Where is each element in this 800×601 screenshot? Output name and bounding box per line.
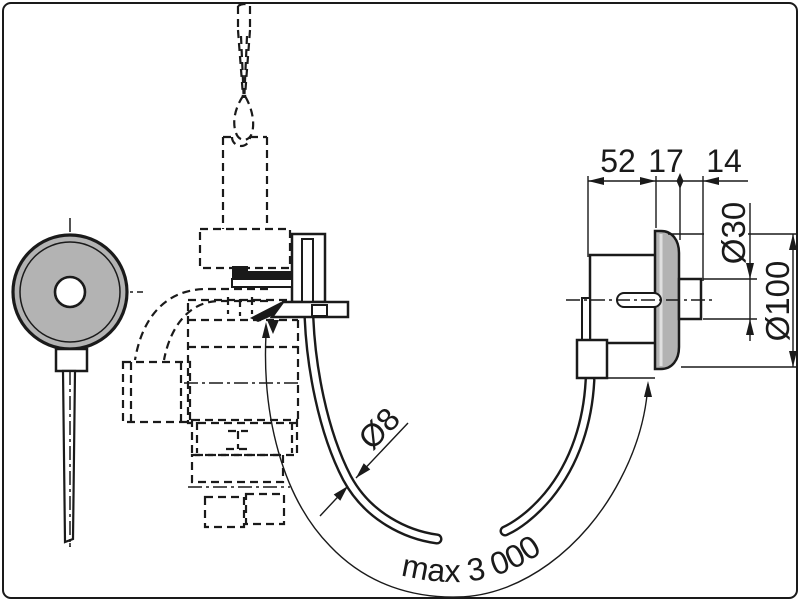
valve-coupling-detail-dashed [195,422,294,453]
dim-d8-arrow-lower [333,486,348,501]
valve-base-block-right-dashed [244,492,286,526]
dim-top-linear: 52 17 14 [587,143,748,281]
valve-spout-outlet-dashed [121,360,192,424]
dim-sensor-diameter: Ø30 [703,202,757,341]
dim-d30-arrow-bottom [746,319,754,335]
valve-spindle-tip-dashed [233,95,255,141]
sensor-disc-hub [53,275,87,309]
front-view [11,218,143,547]
sensor-window-side [677,277,703,321]
actuator-pointer-wedge [267,320,279,334]
dim-top-extension-lines [587,176,704,281]
sensor-stem [54,347,89,373]
dim-d30-arrow-top [746,263,754,279]
valve-body-dashed [186,298,300,425]
valve-spindle-dashed [236,29,252,99]
control-unit-tube-connector [575,338,609,380]
supply-pipe-dashed [236,6,252,30]
dim-17-tick [676,173,684,189]
actuator-arm-lip [232,266,248,272]
valve-seat-detail-dashed [226,297,254,316]
dim-plate-thickness-label: 17 [648,143,684,179]
dim-14-arrow [703,177,719,185]
actuator-arm-black [232,271,292,279]
sensor-probe-tube [61,369,77,544]
dim-d8-arrow-upper [356,463,371,478]
valve-spout-outer-dashed [133,287,268,361]
dim-plate-diameter-label: Ø100 [759,261,796,342]
valve-spindle-inner-dashed [239,35,249,95]
actuator-unit [231,232,350,334]
dimensions: 52 17 14 Ø30 Ø100 Ø8 [262,143,797,598]
dim-max-arrow-right [644,381,652,397]
valve-spout-outlet-detail [129,362,183,422]
valve-body-lines-dashed [188,318,298,349]
dim-d100-arrow-bottom [789,351,797,367]
tube-right-segment-bore [501,376,594,535]
tube-left-segment-bore [305,314,441,543]
dim-max-arrow-left [262,322,270,338]
dim-sensor-protrusion-label: 14 [706,143,742,179]
actuator-bracket-slot [301,238,314,302]
dim-max-arc [264,333,649,598]
valve-base-block-left-dashed [203,495,246,529]
actuator-base-notch [311,304,328,317]
dim-52-arrow-right [640,177,656,185]
valve-upper-housing-arc [230,136,252,148]
control-unit-side-view [566,229,712,380]
sensor-disc-ring [19,241,121,343]
control-unit-body-step [581,297,591,341]
dim-depth-label: 52 [600,143,636,179]
actuator-base [269,300,350,319]
valve-upper-housing-dashed [221,135,269,229]
supply-pipe-top [237,2,251,7]
dim-sensor-diameter-label: Ø30 [715,202,752,264]
dim-d100-extension-lines [668,233,797,368]
dim-d30-extension-lines [703,278,757,320]
valve-coupling-dashed [190,418,299,457]
dim-plate-diameter: Ø100 [668,233,797,368]
dim-52-arrow-left [588,177,604,185]
actuator-arm-plate [231,278,293,288]
flexible-tube [303,312,596,545]
dim-d100-arrow-top [789,234,797,250]
